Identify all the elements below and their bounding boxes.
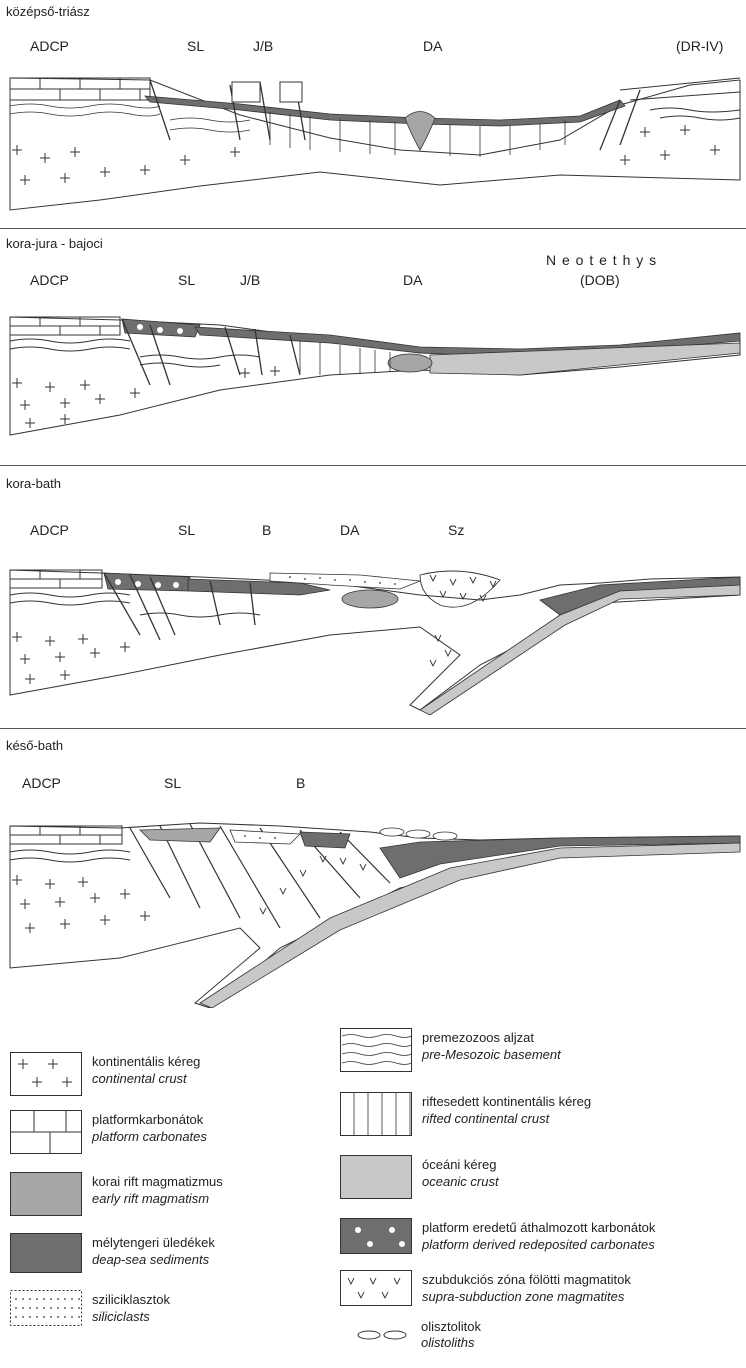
panel-title-1: középső-triász xyxy=(6,4,90,19)
label-sl: SL xyxy=(178,272,195,288)
label-da: DA xyxy=(340,522,359,538)
panel-divider xyxy=(0,728,746,729)
legend-label-hu: sziliciklasztok xyxy=(92,1292,170,1307)
label-dr-iv: (DR-IV) xyxy=(676,38,723,54)
panel-divider xyxy=(0,465,746,466)
legend-label-en: deap-sea sediments xyxy=(92,1252,209,1267)
legend-label-hu: platform eredetű áthalmozott karbonátok xyxy=(422,1220,655,1235)
legend-label-en: pre-Mesozoic basement xyxy=(422,1047,561,1062)
crosses-swatch xyxy=(10,1052,82,1096)
legend-label-hu: korai rift magmatizmus xyxy=(92,1174,223,1189)
label-dob: (DOB) xyxy=(580,272,620,288)
label-jb: J/B xyxy=(253,38,273,54)
bricks-swatch xyxy=(10,1110,82,1154)
label-sl: SL xyxy=(187,38,204,54)
panel-title-4: késő-bath xyxy=(6,738,63,753)
legend-label-en: platform carbonates xyxy=(92,1129,207,1144)
panel-divider xyxy=(0,228,746,229)
legend-label-hu: mélytengeri üledékek xyxy=(92,1235,215,1250)
dots-swatch xyxy=(10,1290,82,1326)
label-adcp: ADCP xyxy=(30,38,69,54)
panel-title-2: kora-jura - bajoci xyxy=(6,236,103,251)
legend-label-en: siliciclasts xyxy=(92,1309,150,1324)
vertical-lines-swatch xyxy=(340,1092,412,1136)
legend-label-hu: platformkarbonátok xyxy=(92,1112,203,1127)
label-jb: J/B xyxy=(240,272,260,288)
label-adcp: ADCP xyxy=(30,272,69,288)
legend-label-hu: riftesedett kontinentális kéreg xyxy=(422,1094,591,1109)
legend-label-hu: olisztolitok xyxy=(421,1319,481,1334)
legend-label-hu: premezozoos aljzat xyxy=(422,1030,534,1045)
legend-label-hu: szubdukciós zóna fölötti magmatitok xyxy=(422,1272,631,1287)
light-gray-fill-swatch xyxy=(340,1155,412,1199)
cross-section-middle-triassic xyxy=(0,60,746,220)
legend-label-hu: óceáni kéreg xyxy=(422,1157,496,1172)
legend-label-en: platform derived redeposited carbonates xyxy=(422,1237,655,1252)
label-sl: SL xyxy=(178,522,195,538)
cross-section-late-bathonian xyxy=(0,808,746,1008)
label-b: B xyxy=(262,522,271,538)
label-da: DA xyxy=(403,272,422,288)
legend-label-en: supra-subduction zone magmatites xyxy=(422,1289,624,1304)
label-neotethys: N e o t e t h y s xyxy=(546,252,657,268)
dark-gray-fill-swatch xyxy=(10,1233,82,1273)
ovals-swatch xyxy=(355,1325,411,1345)
v-marks-swatch xyxy=(340,1270,412,1306)
label-sz: Sz xyxy=(448,522,464,538)
legend-label-en: rifted continental crust xyxy=(422,1111,549,1126)
legend-label-hu: kontinentális kéreg xyxy=(92,1054,200,1069)
legend-label-en: oceanic crust xyxy=(422,1174,499,1189)
dark-with-dots-swatch xyxy=(340,1218,412,1254)
cross-section-early-bathonian xyxy=(0,555,746,715)
label-sl: SL xyxy=(164,775,181,791)
cross-section-early-jurassic-bajocian xyxy=(0,295,746,445)
legend-label-en: continental crust xyxy=(92,1071,187,1086)
wavy-lines-swatch xyxy=(340,1028,412,1072)
panel-title-3: kora-bath xyxy=(6,476,61,491)
legend-label-en: olistoliths xyxy=(421,1335,474,1350)
label-adcp: ADCP xyxy=(30,522,69,538)
label-b: B xyxy=(296,775,305,791)
label-adcp: ADCP xyxy=(22,775,61,791)
label-da: DA xyxy=(423,38,442,54)
gray-fill-swatch xyxy=(10,1172,82,1216)
legend-label-en: early rift magmatism xyxy=(92,1191,209,1206)
